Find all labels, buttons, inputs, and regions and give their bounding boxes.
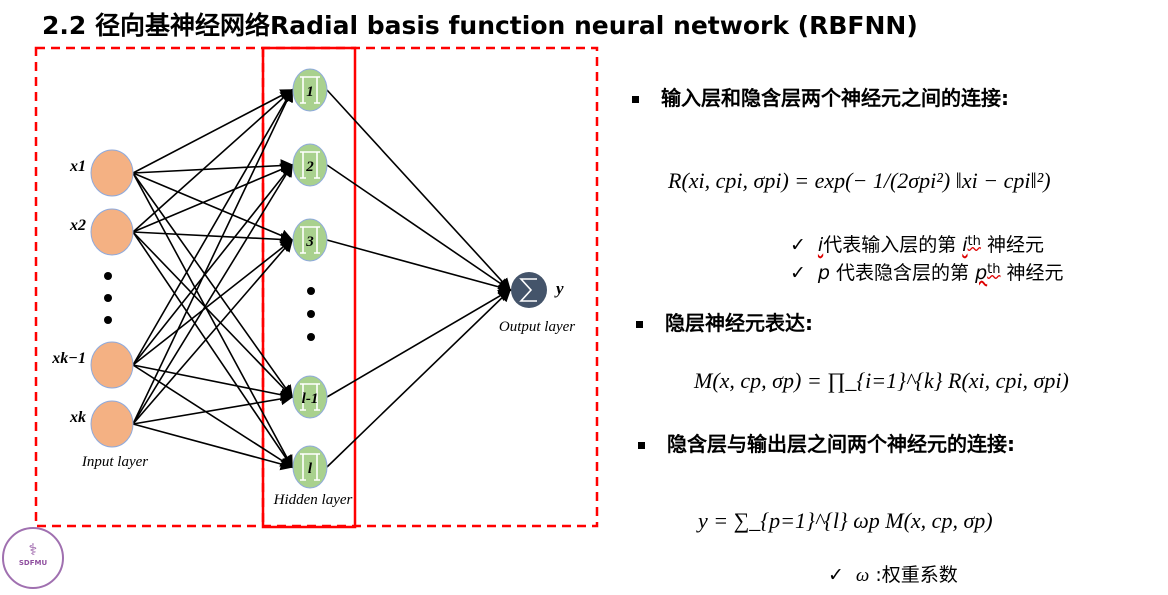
hidden-node-label: 3 [305,234,314,250]
edge-hidden-2-output [326,164,512,291]
ellipsis-dot [307,310,315,318]
edge-hidden-4-output [326,289,512,398]
product-icon [300,226,320,254]
hidden-node [292,68,328,112]
hidden-layer-box [261,46,357,529]
hidden-node [292,375,328,419]
edge-input-3-hidden-1 [132,88,293,366]
output-node [511,272,547,308]
edge-input-1-hidden-5 [132,172,293,469]
edge-input-3-hidden-4 [132,364,294,402]
sum-icon [519,278,537,302]
input-node [90,341,134,389]
hidden-node-label: 2 [305,159,314,175]
ellipsis-dot [307,333,315,341]
product-icon [300,383,320,411]
input-layer-label: Input layer [81,454,148,470]
edge-input-4-hidden-1 [132,88,293,425]
ellipsis-dot [104,316,112,324]
edge-input-2-hidden-4 [132,231,294,399]
section-heading-2: 隐层神经元表达: [636,307,813,336]
input-node-label: x2 [69,217,86,234]
edge-input-2-hidden-3 [132,231,294,246]
input-node-label: x1 [69,158,86,175]
input-node [90,400,134,448]
hidden-node [292,143,328,187]
input-node [90,149,134,197]
output-label: y [554,279,564,298]
note-p: ✓p 代表隐含层的第 pth 神经元 [790,262,1064,284]
edge-input-3-hidden-2 [132,163,293,366]
ellipsis-dot [307,287,315,295]
input-node-label: xk [69,409,86,426]
formula-y: y = ∑_{p=1}^{l} ωp M(x, cp, σp) [698,508,993,533]
edge-input-4-hidden-5 [132,423,294,471]
product-icon [300,151,320,179]
hidden-node-label: 1 [306,84,314,100]
edge-input-1-hidden-1 [132,89,294,174]
edge-input-1-hidden-4 [132,172,293,399]
hidden-node-label: l-1 [302,391,319,407]
input-node [90,208,134,256]
hidden-layer-label: Hidden layer [273,492,353,508]
ellipsis-dot [104,294,112,302]
edge-input-4-hidden-4 [132,392,294,425]
edge-input-1-hidden-2 [132,159,294,174]
caduceus-icon: ⚕ [28,540,38,559]
edge-input-2-hidden-1 [132,88,294,233]
output-layer-label: Output layer [499,319,575,335]
input-node-label: xk−1 [51,350,86,367]
slide-title: 2.2 径向基神经网络Radial basis function neural … [42,11,918,40]
edge-input-2-hidden-5 [132,231,293,469]
formula-r: R(xi, cpi, σpi) = exp(− 1/(2σpi²) ‖xi − … [668,168,1051,193]
university-logo: ⚕ SDFMU [2,527,64,589]
hidden-node [292,445,328,489]
outer-dashed-box [34,46,599,528]
edge-input-2-hidden-2 [132,163,294,233]
hidden-node-label: l [308,461,313,477]
section-heading-3: 隐含层与输出层之间两个神经元的连接: [638,428,1015,457]
section-heading-1: 输入层和隐含层两个神经元之间的连接: [632,82,1009,111]
edge-hidden-5-output [326,288,512,468]
note-omega: ✓ω :权重系数 [828,564,958,586]
product-icon [300,453,320,481]
edge-hidden-1-output [326,89,512,292]
edge-input-4-hidden-3 [132,238,294,425]
hidden-node [292,218,328,262]
edge-hidden-3-output [326,239,512,294]
note-i: ✓i代表输入层的第 ith 神经元 [790,234,1044,256]
edge-input-4-hidden-2 [132,163,293,425]
edge-input-1-hidden-3 [132,172,294,242]
ellipsis-dot [104,272,112,280]
product-icon [300,76,320,104]
edge-input-3-hidden-3 [132,239,294,366]
formula-m: M(x, cp, σp) = ∏_{i=1}^{k} R(xi, cpi, σp… [694,368,1069,393]
